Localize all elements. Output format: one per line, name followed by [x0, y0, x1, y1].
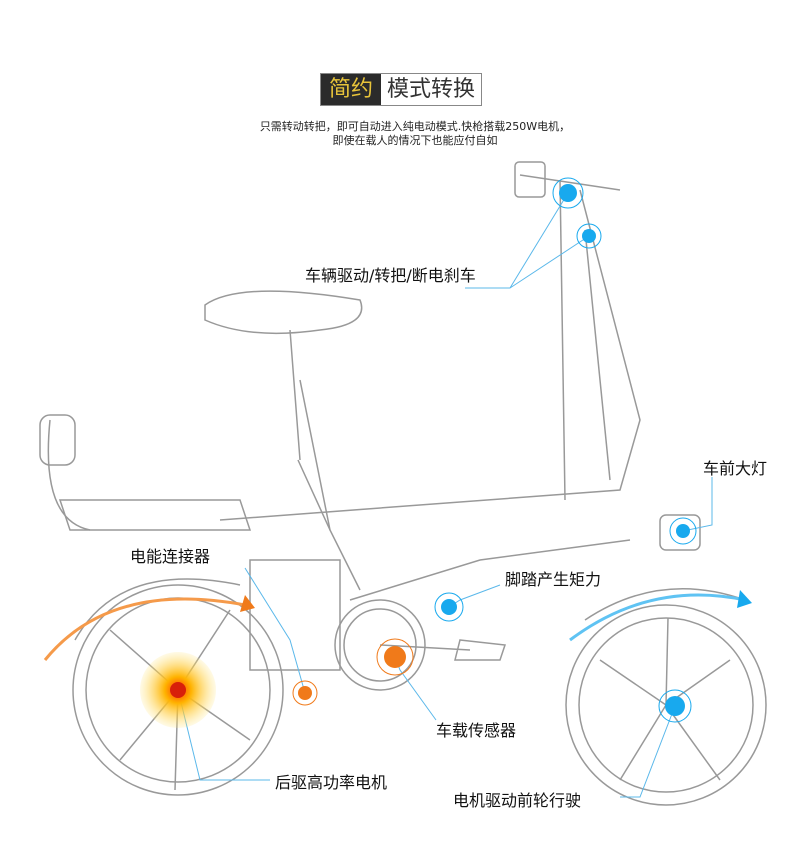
- brake-dot: [582, 229, 596, 243]
- front-motion-arc: [569, 593, 746, 642]
- section-title: 简约 模式转换: [320, 73, 483, 106]
- title-rest: 模式转换: [381, 74, 482, 105]
- title-highlight: 简约: [321, 74, 382, 105]
- callout-pedal: 脚踏产生矩力: [505, 570, 602, 589]
- rear-motion-arc: [43, 597, 246, 661]
- rear-rack: [58, 499, 252, 531]
- front-wheel: [565, 604, 767, 806]
- rear-arrow-icon: [240, 595, 255, 612]
- callout-connector: 电能连接器: [130, 547, 211, 566]
- description-line-2: 即使在载人的情况下也能应付自如: [332, 134, 498, 147]
- handlebar-dot: [559, 184, 577, 202]
- chainring: [334, 599, 426, 691]
- saddle: [204, 290, 363, 335]
- headlight-dot: [676, 524, 690, 538]
- rear-motor-dot: [170, 682, 186, 698]
- front-motor-dot: [665, 696, 685, 716]
- front-arrow-icon: [737, 590, 752, 608]
- callout-headlight: 车前大灯: [703, 459, 768, 478]
- battery: [249, 559, 341, 671]
- sensor-dot: [384, 646, 406, 668]
- callout-front-drive: 电机驱动前轮行驶: [453, 791, 582, 810]
- connector-dot: [298, 686, 312, 700]
- callout-sensor: 车载传感器: [436, 721, 517, 740]
- callout-rear-motor: 后驱高功率电机: [275, 773, 388, 792]
- pedal-dot: [441, 599, 457, 615]
- callout-handlebar: 车辆驱动/转把/断电刹车: [305, 266, 476, 285]
- description-line-1: 只需转动转把，即可自动进入纯电动模式.快枪搭载250W电机，: [259, 120, 571, 133]
- rear-wheel: [72, 584, 284, 796]
